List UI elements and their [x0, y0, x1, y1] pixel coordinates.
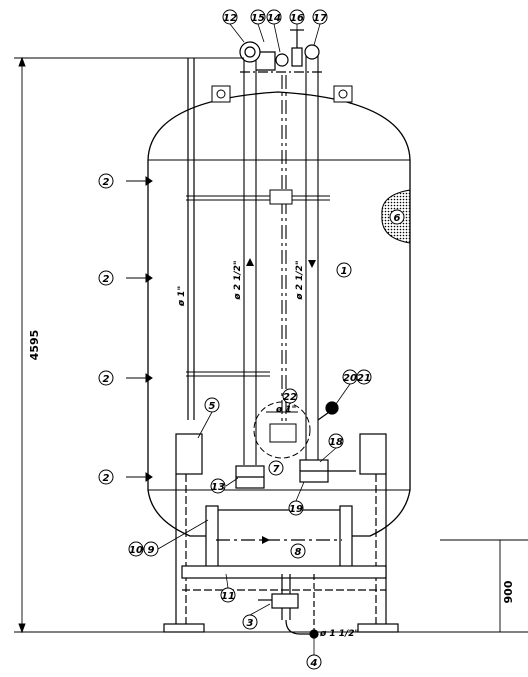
svg-text:9: 9: [148, 545, 155, 556]
svg-text:13: 13: [211, 482, 225, 493]
bottom-valve: [258, 574, 319, 639]
svg-text:17: 17: [313, 13, 327, 24]
balloon-header: 8: [290, 543, 306, 559]
pipe-label-inner-left: ø 2 1/2": [233, 260, 243, 300]
dimension-lines: [14, 56, 528, 634]
balloon-manhole: 6: [389, 209, 405, 225]
svg-text:2: 2: [103, 177, 110, 188]
balloon-port-d: 2: [98, 469, 114, 485]
balloon-gauge-b: 21: [356, 369, 372, 385]
svg-text:14: 14: [267, 13, 281, 24]
balloon-lower-tee: 19: [288, 500, 304, 516]
balloon-gauge-a: 20: [342, 369, 358, 385]
leader-lines: [157, 23, 351, 655]
side-nozzles: [126, 176, 153, 482]
support-frame: [140, 433, 420, 633]
svg-text:7: 7: [273, 464, 280, 475]
balloon-bottom-valve: 3: [242, 614, 258, 630]
svg-text:3: 3: [247, 618, 254, 629]
svg-text:2: 2: [103, 274, 110, 285]
balloon-top-center-b: 15: [250, 9, 266, 25]
pipe-braces: [186, 189, 330, 377]
pipe-label-center: ø 1": [275, 405, 296, 415]
svg-text:19: 19: [289, 504, 303, 515]
balloon-top-center-a: 14: [266, 9, 282, 25]
balloon-bolt-b: 10: [128, 541, 144, 557]
svg-text:11: 11: [221, 591, 235, 602]
balloon-bolt-a: 9: [143, 541, 159, 557]
balloon-support: 11: [220, 587, 236, 603]
pipe-label-inner-right: ø 2 1/2": [295, 260, 305, 300]
lower-valves: [235, 401, 356, 489]
balloon-port-b: 2: [98, 270, 114, 286]
svg-text:22: 22: [283, 392, 297, 403]
pipe-label-side: ø 1": [177, 286, 187, 307]
tank-shell: [147, 91, 411, 537]
svg-text:16: 16: [290, 13, 304, 24]
balloon-center-detail: 22: [282, 388, 298, 404]
pipe-label-bottom: ø 1 1/2": [319, 629, 359, 639]
overall-height-label: 4595: [28, 330, 41, 361]
svg-text:12: 12: [223, 13, 237, 24]
balloon-port-a: 2: [98, 173, 114, 189]
vertical-pipes: [243, 55, 319, 465]
balloon-port-c: 2: [98, 370, 114, 386]
balloon-top-valve: 16: [289, 9, 305, 25]
svg-text:10: 10: [129, 545, 143, 556]
svg-text:2: 2: [103, 473, 110, 484]
svg-text:18: 18: [329, 437, 343, 448]
svg-text:6: 6: [394, 213, 401, 224]
svg-text:2: 2: [103, 374, 110, 385]
balloon-sight-gauge: 5: [204, 397, 220, 413]
balloon-drain: 4: [306, 654, 322, 670]
lifting-lugs: [211, 85, 353, 103]
header-pipe: [205, 505, 353, 575]
svg-text:21: 21: [357, 373, 371, 384]
leg-height-label: 900: [502, 580, 515, 603]
balloon-lower-valve-right: 18: [328, 433, 344, 449]
svg-text:1: 1: [341, 266, 348, 277]
svg-text:15: 15: [251, 13, 265, 24]
svg-text:4: 4: [310, 658, 318, 669]
balloon-tank: 1: [336, 262, 352, 278]
svg-text:5: 5: [209, 401, 216, 412]
svg-text:20: 20: [343, 373, 357, 384]
balloon-top-left-flange: 12: [222, 9, 238, 25]
balloon-lower-valve-left: 13: [210, 478, 226, 494]
center-detail: [253, 401, 311, 459]
sight-pipe: [186, 57, 196, 420]
top-fittings: [239, 29, 322, 73]
balloon-top-right: 17: [312, 9, 328, 25]
balloon-distributor: 7: [268, 460, 284, 476]
svg-text:8: 8: [295, 547, 302, 558]
